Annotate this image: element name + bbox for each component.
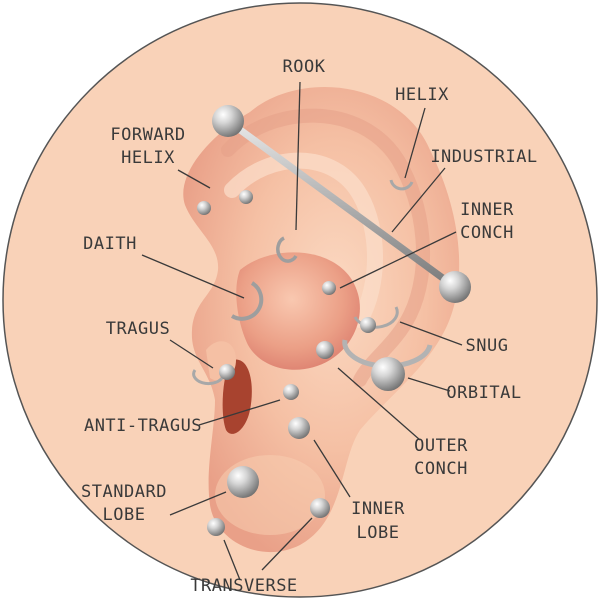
antihelix <box>224 152 383 328</box>
inner-conch-leader <box>339 231 457 289</box>
snug-ring <box>353 306 399 329</box>
outer-conch-stud <box>316 341 334 359</box>
forward-helix-stud-1 <box>197 201 211 215</box>
inner-lobe-leader <box>313 439 351 498</box>
helix-leader <box>404 107 426 179</box>
leader-lines <box>141 81 463 581</box>
transverse-leader-1 <box>223 539 241 581</box>
label-inner-conch-line1: INNER <box>460 200 514 220</box>
industrial-leader <box>391 167 446 233</box>
label-daith: DAITH <box>83 234 137 254</box>
standard-lobe-leader <box>169 491 227 516</box>
snug-leader <box>399 321 463 346</box>
industrial-bar <box>224 117 459 291</box>
outer-conch-leader <box>337 367 421 441</box>
label-inner-conch-line2: CONCH <box>460 223 514 243</box>
label-tragus: TRAGUS <box>106 319 170 339</box>
daith-ring <box>230 281 264 321</box>
anti-tragus-leader <box>198 399 281 426</box>
forward-helix-stud-2 <box>239 190 253 204</box>
inner-lobe-stud <box>288 417 310 439</box>
jewelry <box>192 105 471 536</box>
label-forward-helix-line2: HELIX <box>121 148 175 168</box>
transverse-leader-2 <box>261 517 313 571</box>
label-snug: SNUG <box>466 336 509 356</box>
label-helix: HELIX <box>395 85 449 105</box>
orbital-ball <box>371 357 405 391</box>
label-forward-helix-line1: FORWARD <box>110 125 185 145</box>
forward-helix-leader <box>177 169 211 189</box>
orbital-leader <box>407 377 451 392</box>
label-inner-lobe-line2: LOBE <box>357 523 400 543</box>
rook-ring <box>276 236 298 263</box>
label-industrial: INDUSTRIAL <box>430 147 537 167</box>
inner-conch-stud <box>322 281 336 295</box>
helix-ring <box>389 179 414 191</box>
standard-lobe-stud <box>227 466 259 498</box>
daith-leader <box>141 254 245 299</box>
transverse-lobe-stud-1 <box>207 518 225 536</box>
tragus-ring <box>192 369 224 386</box>
label-inner-lobe-line1: INNER <box>351 499 405 519</box>
label-orbital: ORBITAL <box>446 383 521 403</box>
labels: ROOK HELIX FORWARD HELIX INDUSTRIAL INNE… <box>81 57 537 596</box>
label-standard-lobe-line2: LOBE <box>103 505 146 525</box>
label-anti-tragus: ANTI-TRAGUS <box>84 416 202 436</box>
tragus-ball <box>219 364 235 380</box>
industrial-ball-bottom <box>439 271 471 303</box>
snug-ball <box>360 317 376 333</box>
lobe-shade <box>215 455 325 535</box>
label-outer-conch-line2: CONCH <box>414 459 468 479</box>
tragus-leader <box>169 339 214 369</box>
transverse-lobe-stud-2 <box>310 498 330 518</box>
label-transverse: TRANSVERSE <box>190 576 297 596</box>
label-standard-lobe-line1: STANDARD <box>81 482 167 502</box>
label-rook: ROOK <box>283 57 326 77</box>
rook-leader <box>295 81 301 231</box>
anti-tragus-stud <box>283 384 299 400</box>
label-outer-conch-line1: OUTER <box>414 436 468 456</box>
industrial-ball-top <box>212 105 244 137</box>
